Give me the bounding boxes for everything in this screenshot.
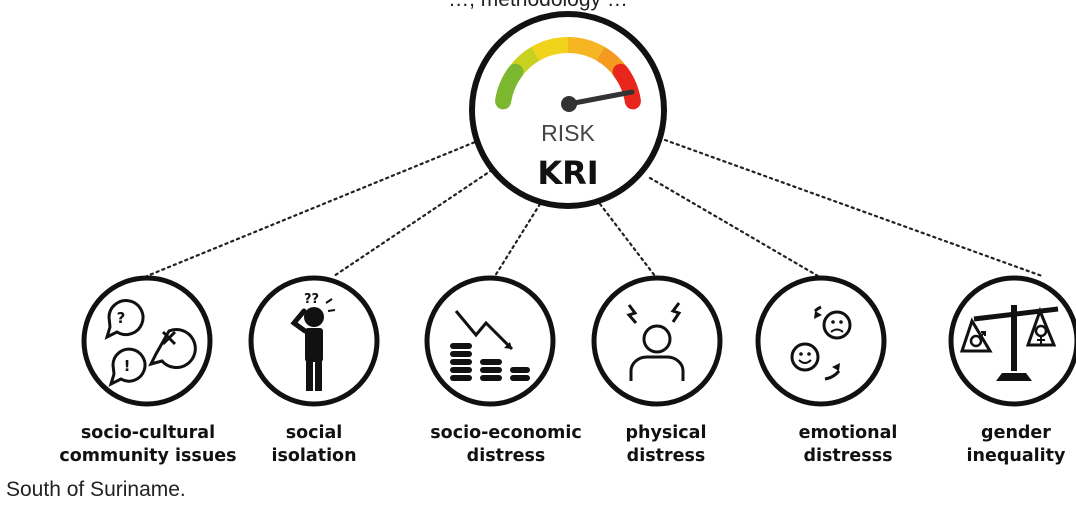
stressed-person-icon xyxy=(591,275,723,407)
caption-line2: distress xyxy=(626,446,706,466)
connector-socio-cultural xyxy=(145,138,482,278)
gauge-kri-label: KRI xyxy=(537,154,598,192)
factor-caption-emotional: emotional distresss xyxy=(784,422,912,468)
factor-caption-physical: physical distress xyxy=(618,422,714,468)
caption-line1: socio-economic xyxy=(430,423,582,443)
gauge-risk-label: RISK xyxy=(541,120,595,146)
gauge-arc-green-cap xyxy=(495,63,524,110)
connector-physical xyxy=(598,202,657,278)
falling-coins-icon xyxy=(424,275,556,407)
connector-lines xyxy=(145,138,1044,278)
connector-social-isolation xyxy=(332,168,494,278)
caption-line1: gender xyxy=(981,423,1051,443)
gauge-needle xyxy=(566,89,635,107)
factor-caption-socio-economic: socio-economic distress xyxy=(414,422,598,468)
connector-emotional xyxy=(648,176,820,278)
kri-gauge: RISK KRI xyxy=(469,11,667,209)
speech-bubbles-icon: ? ! xyxy=(81,275,213,407)
gender-scale-icon xyxy=(948,275,1076,407)
caption-line1: emotional xyxy=(798,423,898,443)
factor-caption-social-isolation: social isolation xyxy=(264,422,364,468)
factor-caption-gender: gender inequality xyxy=(960,422,1072,468)
confused-person-icon: ?? xyxy=(248,275,380,407)
factor-caption-socio-cultural: socio-cultural community issues xyxy=(52,422,244,468)
caption-line2: distress xyxy=(466,446,546,466)
mood-swing-faces-icon xyxy=(755,275,887,407)
connector-gender xyxy=(663,138,1044,278)
cropped-top-text: …, methodology … xyxy=(0,0,1076,12)
gauge-arc-amber xyxy=(567,37,605,61)
svg-text:!: ! xyxy=(124,357,131,375)
caption-line1: socio-cultural xyxy=(80,423,216,443)
caption-line1: social xyxy=(285,423,343,443)
connector-socio-economic xyxy=(493,202,542,278)
caption-line2: inequality xyxy=(966,446,1066,466)
svg-text:?: ? xyxy=(117,309,126,327)
kri-diagram: RISK KRI ? ! ?? xyxy=(81,11,1076,407)
caption-line1: physical xyxy=(625,423,707,443)
gauge-hub xyxy=(561,96,577,112)
caption-line2: distresss xyxy=(803,446,893,466)
caption-line2: isolation xyxy=(271,446,357,466)
gauge-arc-yellow xyxy=(531,37,569,61)
svg-text:??: ?? xyxy=(304,292,319,307)
gauge-arc-red-cap xyxy=(612,63,641,110)
bottom-text: South of Suriname. xyxy=(6,478,186,501)
caption-line2: community issues xyxy=(59,446,237,466)
